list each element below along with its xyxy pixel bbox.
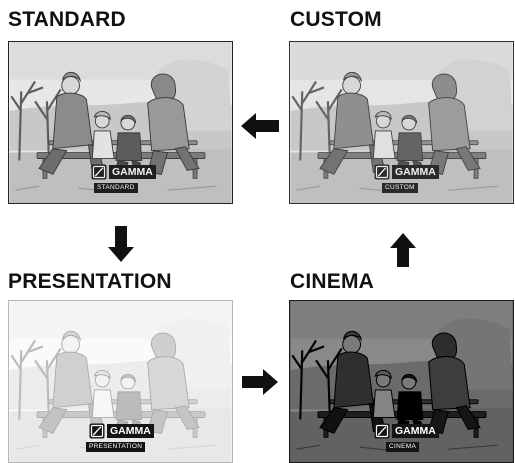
gamma-icon (91, 164, 107, 180)
arrow-left-icon (241, 113, 279, 139)
custom-osd-mode: CUSTOM (382, 183, 418, 193)
cinema-osd-mode: CINEMA (386, 442, 420, 452)
custom-osd: GAMMA CUSTOM (374, 164, 444, 199)
cinema-title: CINEMA (290, 270, 375, 293)
presentation-osd: GAMMA PRESENTATION (86, 423, 159, 458)
standard-osd-label: GAMMA (109, 165, 156, 179)
standard-title: STANDARD (8, 8, 126, 31)
gamma-icon (89, 423, 105, 439)
presentation-title: PRESENTATION (8, 270, 172, 293)
custom-panel: GAMMA CUSTOM (289, 41, 514, 204)
standard-osd-mode: STANDARD (94, 183, 138, 193)
presentation-osd-mode: PRESENTATION (86, 442, 146, 452)
gamma-icon (374, 164, 390, 180)
gamma-icon (374, 423, 390, 439)
cinema-osd: GAMMA CINEMA (374, 423, 444, 458)
arrow-custom-to-standard (241, 113, 279, 139)
cinema-panel: GAMMA CINEMA (289, 300, 514, 463)
arrow-up-icon (390, 233, 416, 267)
standard-panel: GAMMA STANDARD (8, 41, 233, 204)
arrow-right-icon (242, 369, 278, 395)
custom-title: CUSTOM (290, 8, 382, 31)
standard-osd: GAMMA STANDARD (91, 164, 161, 199)
arrow-standard-to-presentation (108, 226, 134, 262)
custom-osd-label: GAMMA (392, 165, 439, 179)
arrow-down-icon (108, 226, 134, 262)
cinema-osd-label: GAMMA (392, 424, 439, 438)
arrow-cinema-to-custom (390, 233, 416, 267)
arrow-presentation-to-cinema (242, 369, 278, 395)
presentation-panel: GAMMA PRESENTATION (8, 300, 233, 463)
presentation-osd-label: GAMMA (107, 424, 154, 438)
